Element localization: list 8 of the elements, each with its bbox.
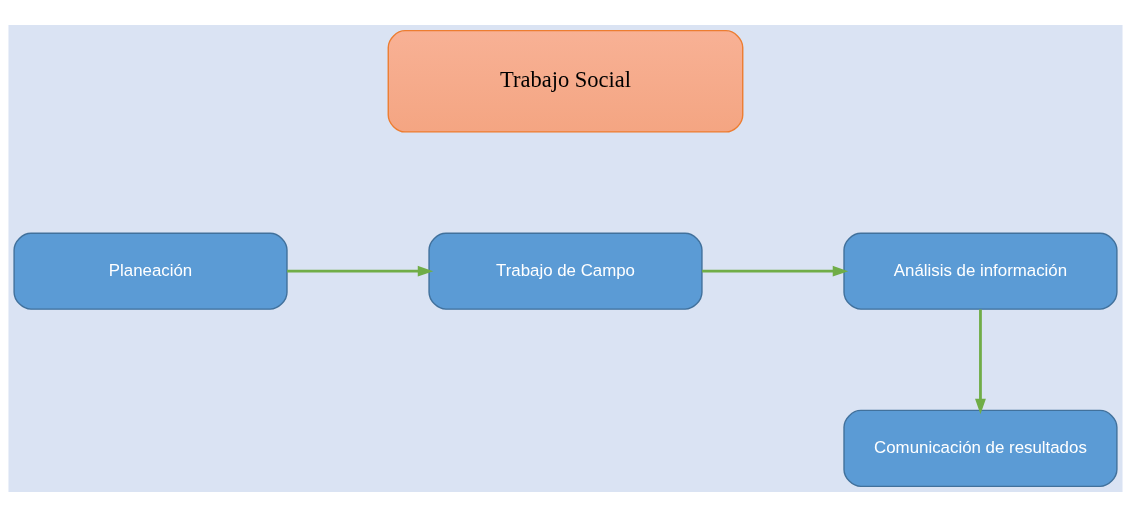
arrow [975,309,986,415]
node-box: Trabajo Social [387,29,744,133]
node-box: Análisis de información [843,232,1118,310]
node-box: Comunicación de resultados [843,409,1118,488]
node-box: Trabajo de Campo [428,232,703,310]
node-box: Planeación [13,232,288,310]
arrow [702,265,849,277]
arrow [287,265,434,277]
